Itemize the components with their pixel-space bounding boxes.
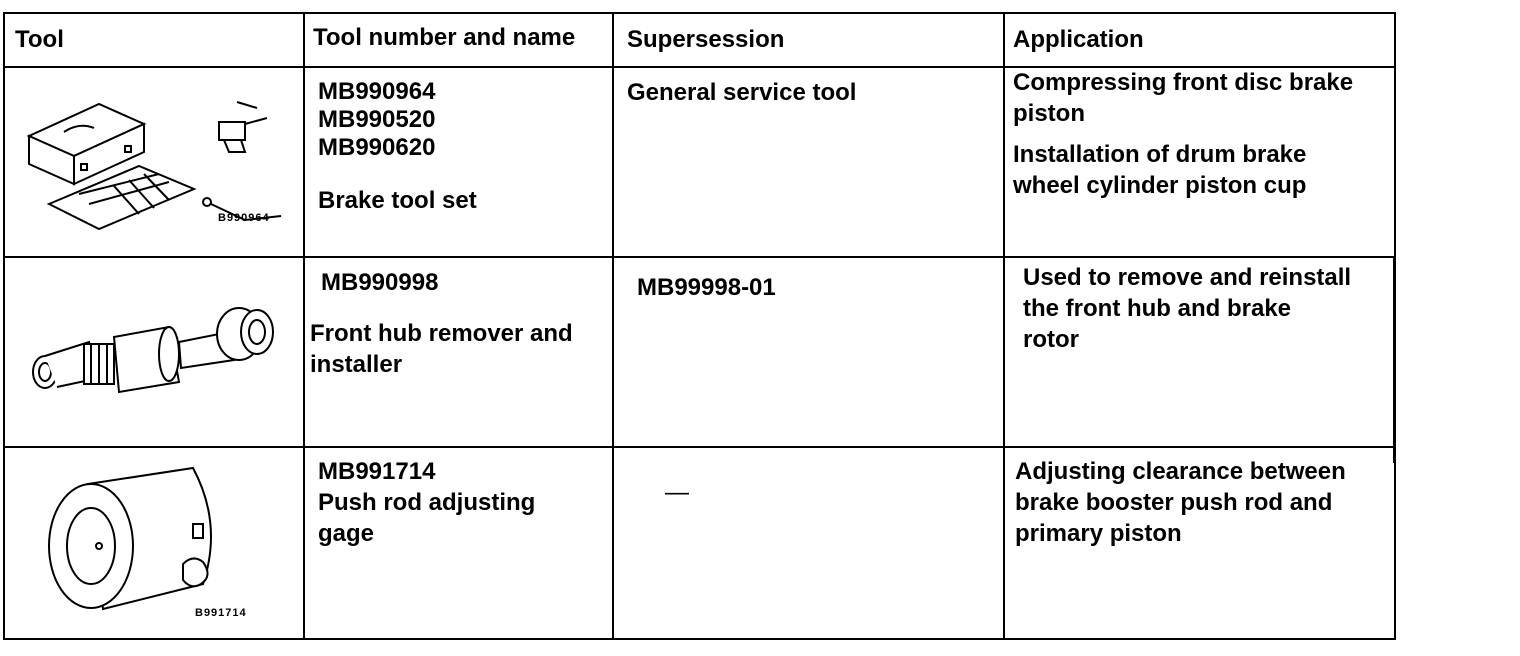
tool-name-line: Front hub remover and [310,320,573,347]
tool-number-list: MB990964 MB990520 MB990620 Brake tool se… [318,78,477,215]
row-divider [5,446,1394,448]
application-line: Compressing front disc brake [1013,69,1354,96]
tool-name-line: Push rod adjusting [318,489,536,516]
application-line: piston [1013,100,1085,127]
tool-caption: B990964 [218,212,270,224]
tool-number: MB991714 [318,458,436,485]
tool-number: MB990520 [318,106,436,133]
tool-name: Front hub remover and installer [310,318,573,380]
application-line: wheel cylinder piston cup [1013,172,1307,199]
supersession-value: MB99998-01 [637,274,776,301]
tool-table: Tool Tool number and name Supersession A… [3,12,1396,640]
margin-bar [1393,258,1396,463]
application-line: rotor [1023,326,1079,353]
brake-tool-set-illustration [19,94,289,249]
header-application: Application [1013,26,1144,53]
application-text: Used to remove and reinstall the front h… [1023,262,1351,355]
application-text: Adjusting clearance between brake booste… [1015,456,1346,549]
header-tool-number-name: Tool number and name [313,24,576,51]
push-rod-gage-illustration [43,464,233,629]
tool-name-line: gage [318,520,375,547]
supersession-value: — [665,479,689,506]
application-line: the front hub and brake [1023,295,1292,322]
supersession-value: General service tool [627,79,857,106]
column-divider [612,14,614,638]
application-line: Adjusting clearance between [1015,458,1346,485]
application-text: Compressing front disc brake piston Inst… [1013,67,1353,201]
front-hub-remover-illustration [29,292,289,417]
tool-name: Brake tool set [318,187,477,214]
tool-number: MB990620 [318,134,436,161]
tool-number: MB990998 [321,269,439,296]
application-line: brake booster push rod and [1015,489,1333,516]
header-tool: Tool [15,26,64,53]
application-line: Used to remove and reinstall [1023,264,1352,291]
tool-caption: B991714 [195,607,247,619]
row-divider [5,66,1394,68]
column-divider [303,14,305,638]
tool-number-and-name: MB991714 Push rod adjusting gage [318,456,535,549]
application-line: primary piston [1015,520,1182,547]
column-divider [1003,14,1005,638]
tool-name-line: installer [310,351,403,378]
application-line: Installation of drum brake [1013,141,1307,168]
header-supersession: Supersession [627,26,785,53]
row-divider [5,256,1394,258]
tool-number: MB990964 [318,78,436,105]
